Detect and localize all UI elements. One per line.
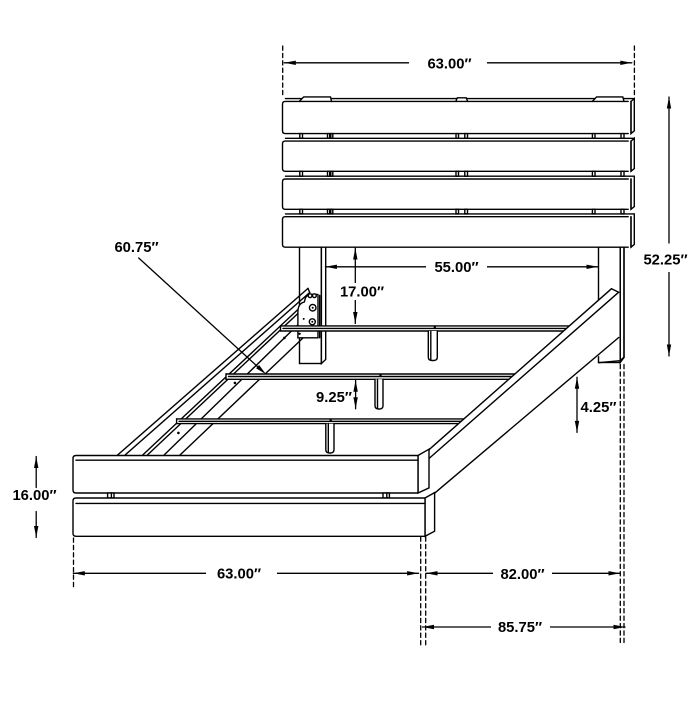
- svg-text:63.00″: 63.00″: [427, 57, 471, 73]
- svg-text:4.25″: 4.25″: [581, 400, 617, 416]
- svg-text:60.75″: 60.75″: [114, 240, 158, 256]
- svg-text:9.25″: 9.25″: [316, 390, 352, 406]
- svg-text:82.00″: 82.00″: [500, 567, 544, 583]
- svg-text:16.00″: 16.00″: [12, 488, 56, 504]
- svg-text:17.00″: 17.00″: [340, 285, 384, 301]
- svg-text:52.25″: 52.25″: [643, 252, 687, 268]
- svg-text:85.75″: 85.75″: [498, 620, 542, 636]
- svg-text:63.00″: 63.00″: [217, 566, 261, 582]
- svg-text:55.00″: 55.00″: [434, 260, 478, 276]
